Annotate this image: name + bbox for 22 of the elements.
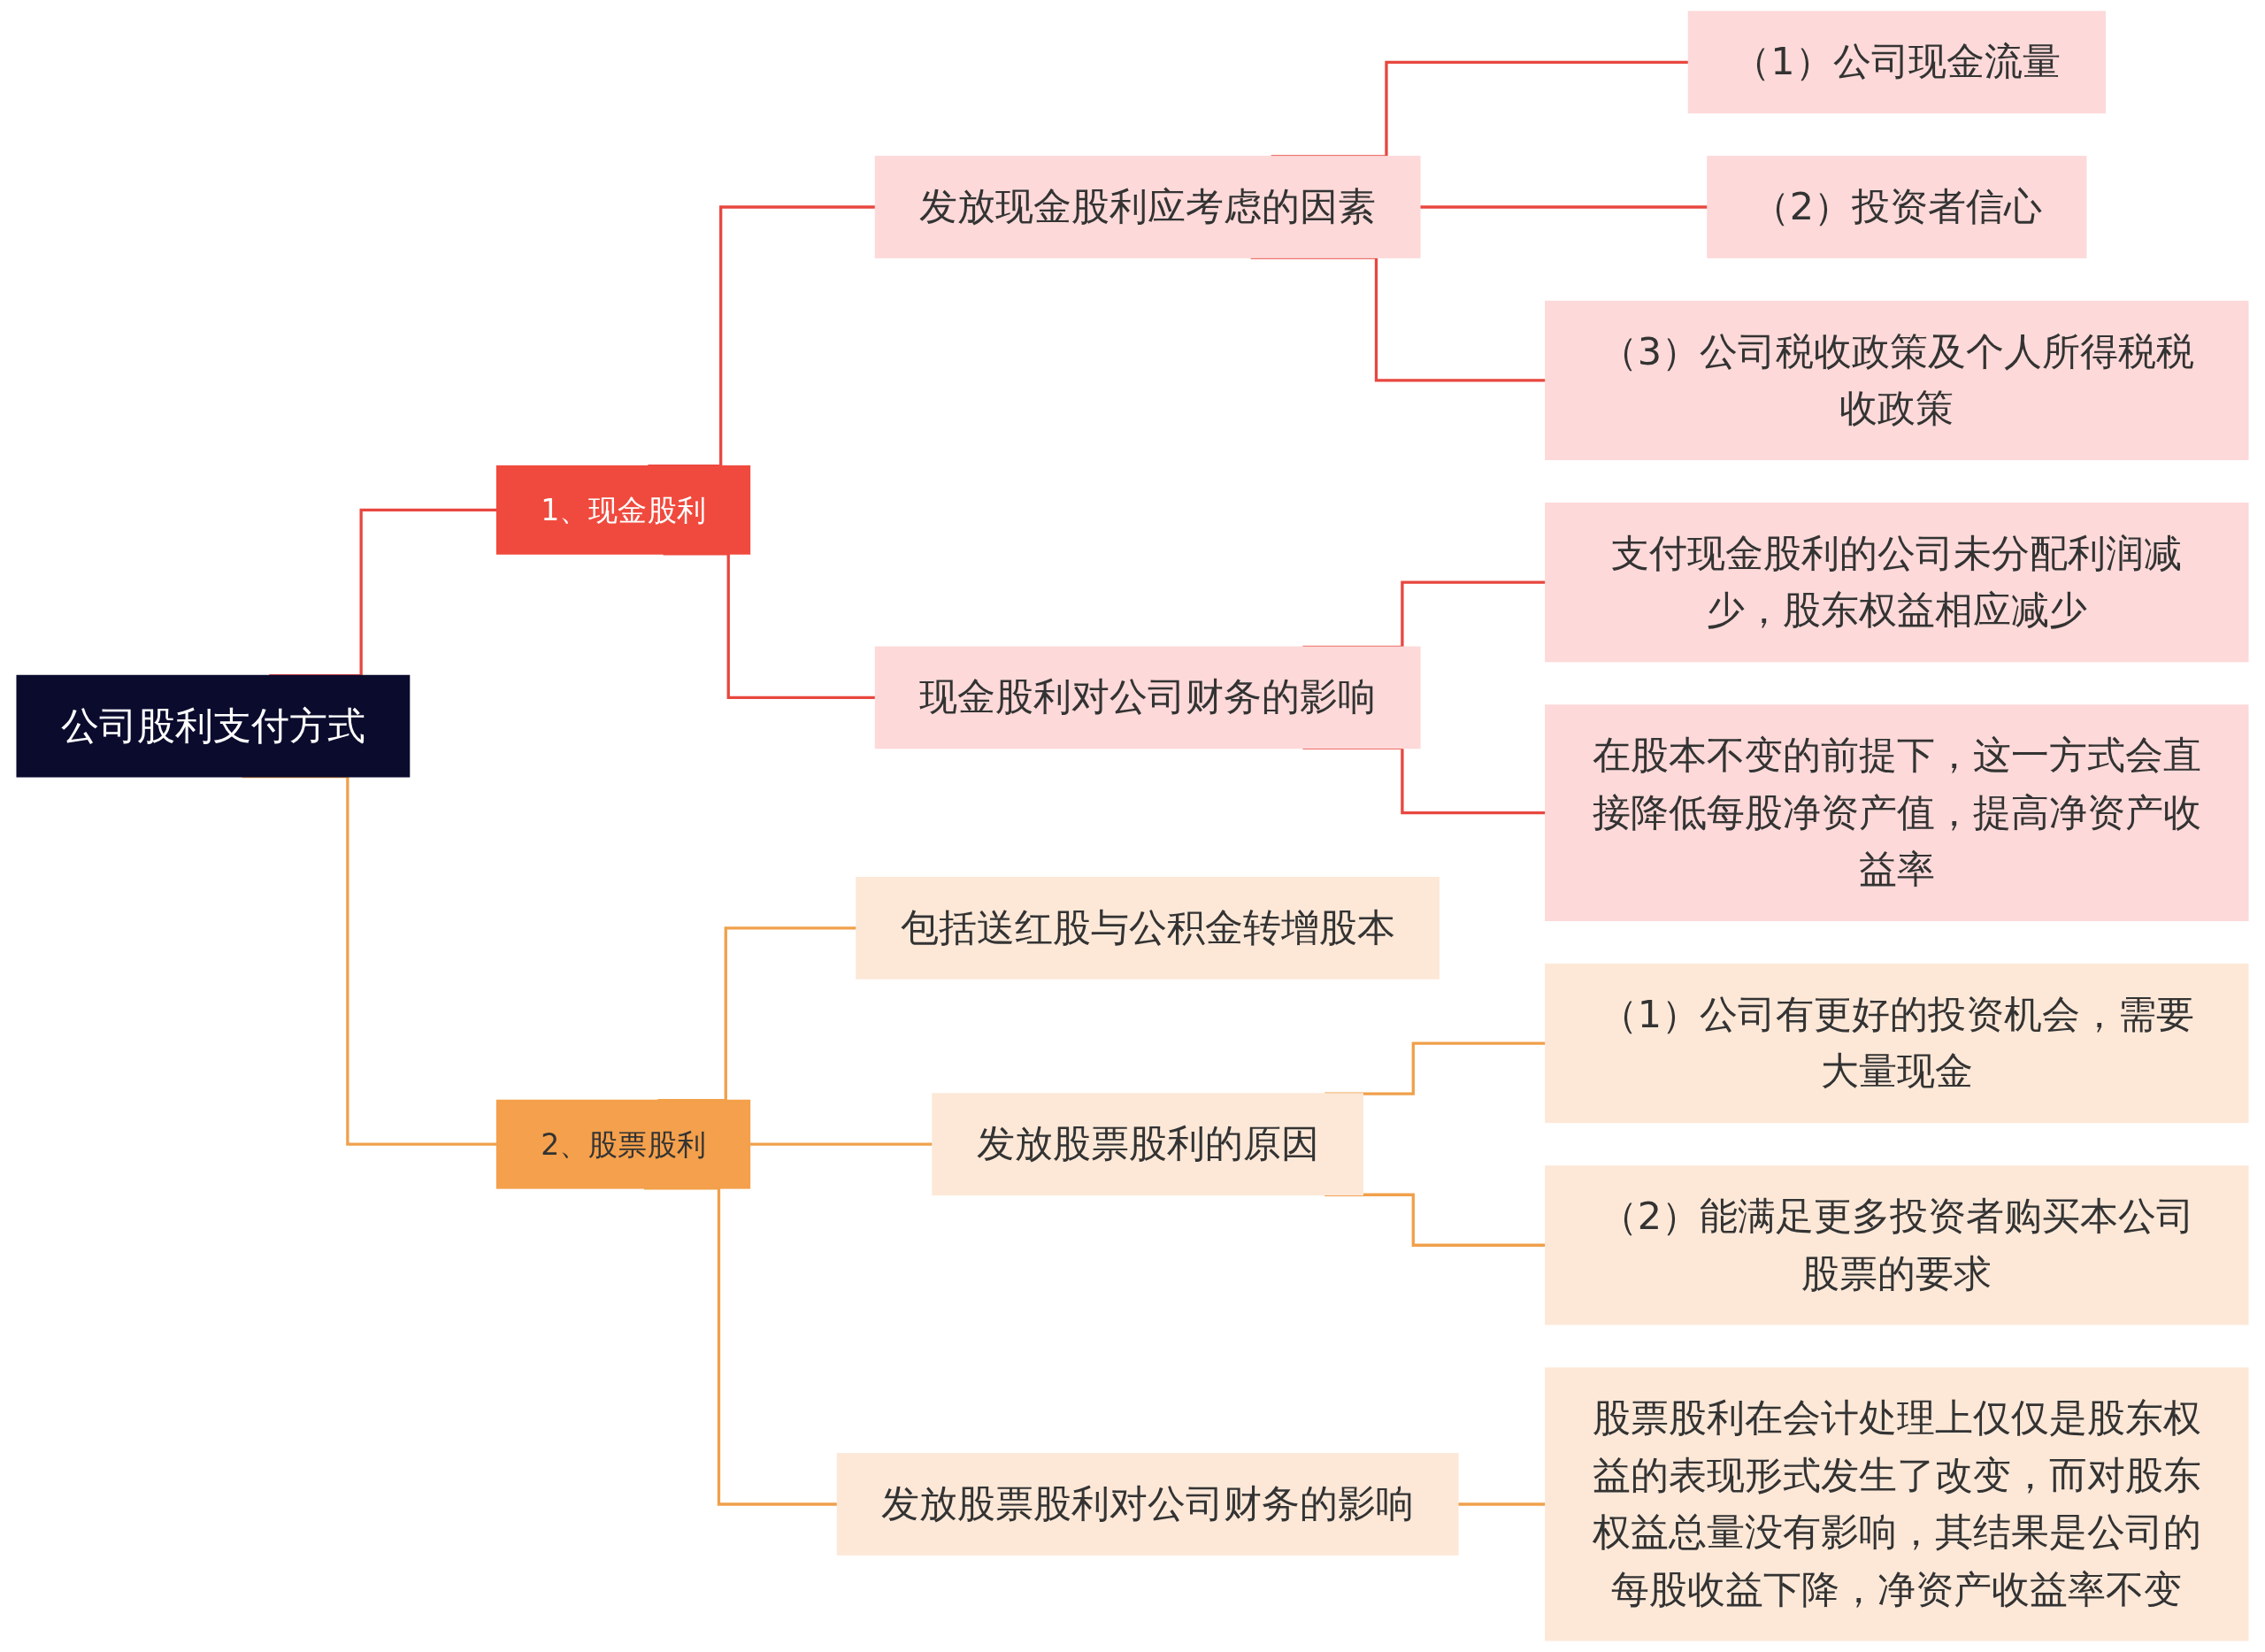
node-box: 发放股票股利的原因 [932, 1093, 1364, 1196]
node-box: （1）公司现金流量 [1687, 11, 2106, 114]
node-box: （2）能满足更多投资者购买本公司股票的要求 [1545, 1165, 2249, 1325]
node-box: 发放现金股利应考虑的因素 [874, 156, 1421, 258]
node-box: 股票股利在会计处理上仅仅是股东权益的表现形式发生了改变，而对股东权益总量没有影响，其结果是公司的每股收益下降，净资产收益率不变 [1545, 1367, 2249, 1641]
connector [1457, 1502, 1546, 1506]
node-box: 支付现金股利的公司未分配利润减少，股东权益相应减少 [1545, 503, 2249, 663]
node-box: 公司股利支付方式 [16, 674, 411, 778]
node-box: 包括送红股与公积金转增股本 [856, 876, 1440, 980]
connector [663, 552, 876, 700]
connector [749, 1142, 933, 1146]
node-box: 2、股票股利 [495, 1099, 751, 1189]
connector [1302, 580, 1546, 649]
node-box: 现金股利对公司财务的影响 [874, 646, 1421, 749]
node-box: 1、现金股利 [495, 465, 751, 555]
node-box: （1）公司有更好的投资机会，需要大量现金 [1545, 963, 2249, 1124]
node-box: （2）投资者信心 [1707, 156, 2087, 258]
connector [1324, 1041, 1546, 1095]
node-box: 发放股票股利对公司财务的影响 [836, 1453, 1459, 1556]
connector [1419, 205, 1708, 209]
node-box: 在股本不变的前提下，这一方式会直接降低每股净资产值，提高净资产收益率 [1545, 704, 2249, 921]
node-box: （3）公司税收政策及个人所得税税收政策 [1545, 300, 2249, 461]
